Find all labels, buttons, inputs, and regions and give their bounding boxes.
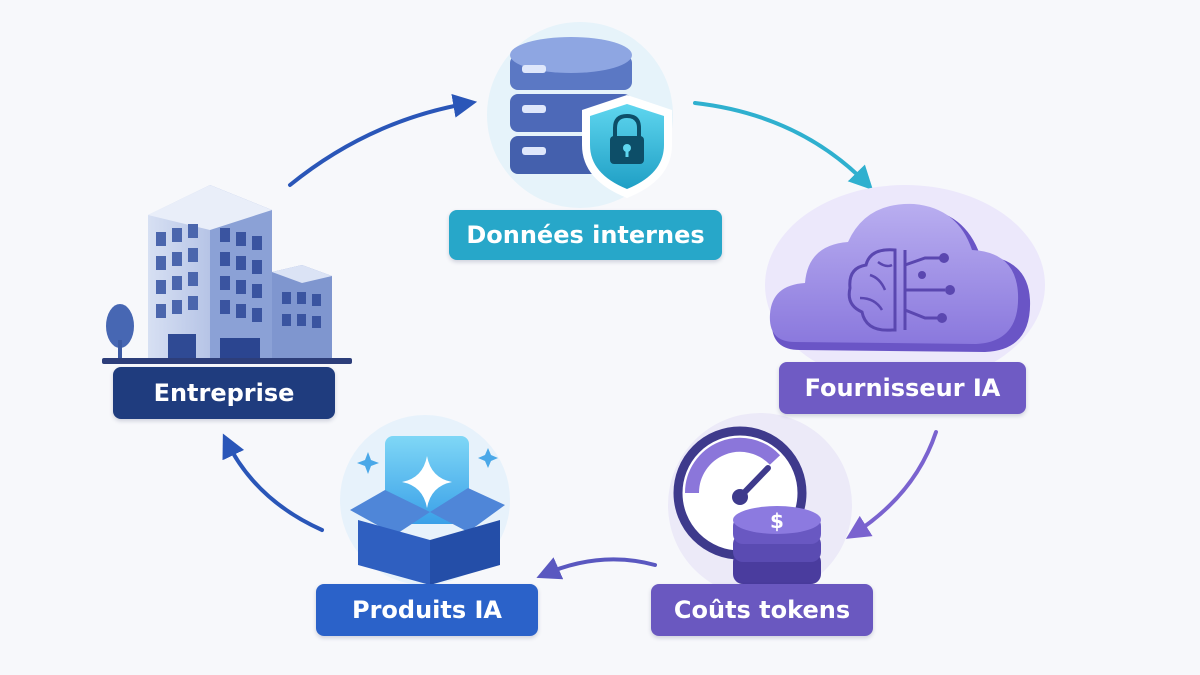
arrow-entreprise-to-donnees (288, 93, 478, 187)
node-label-fournisseur-ia: Fournisseur IA (779, 362, 1026, 414)
arrow-donnees-to-fournisseur (693, 101, 874, 191)
ai-product-box-icon (340, 415, 510, 585)
arrow-couts-to-produits (536, 557, 657, 580)
currency-symbol: $ (770, 509, 784, 533)
node-label-donnees-internes: Données internes (449, 210, 722, 260)
secure-database-icon (487, 22, 673, 208)
arrow-produits-to-entreprise (222, 433, 324, 532)
arrow-fournisseur-to-couts (845, 430, 938, 539)
ai-cloud-icon (765, 185, 1045, 385)
gauge-coins-icon: $ (668, 413, 852, 597)
office-building-icon (102, 185, 352, 364)
node-label-couts-tokens: Coûts tokens (651, 584, 873, 636)
node-label-produits-ia: Produits IA (316, 584, 538, 636)
node-label-entreprise: Entreprise (113, 367, 335, 419)
